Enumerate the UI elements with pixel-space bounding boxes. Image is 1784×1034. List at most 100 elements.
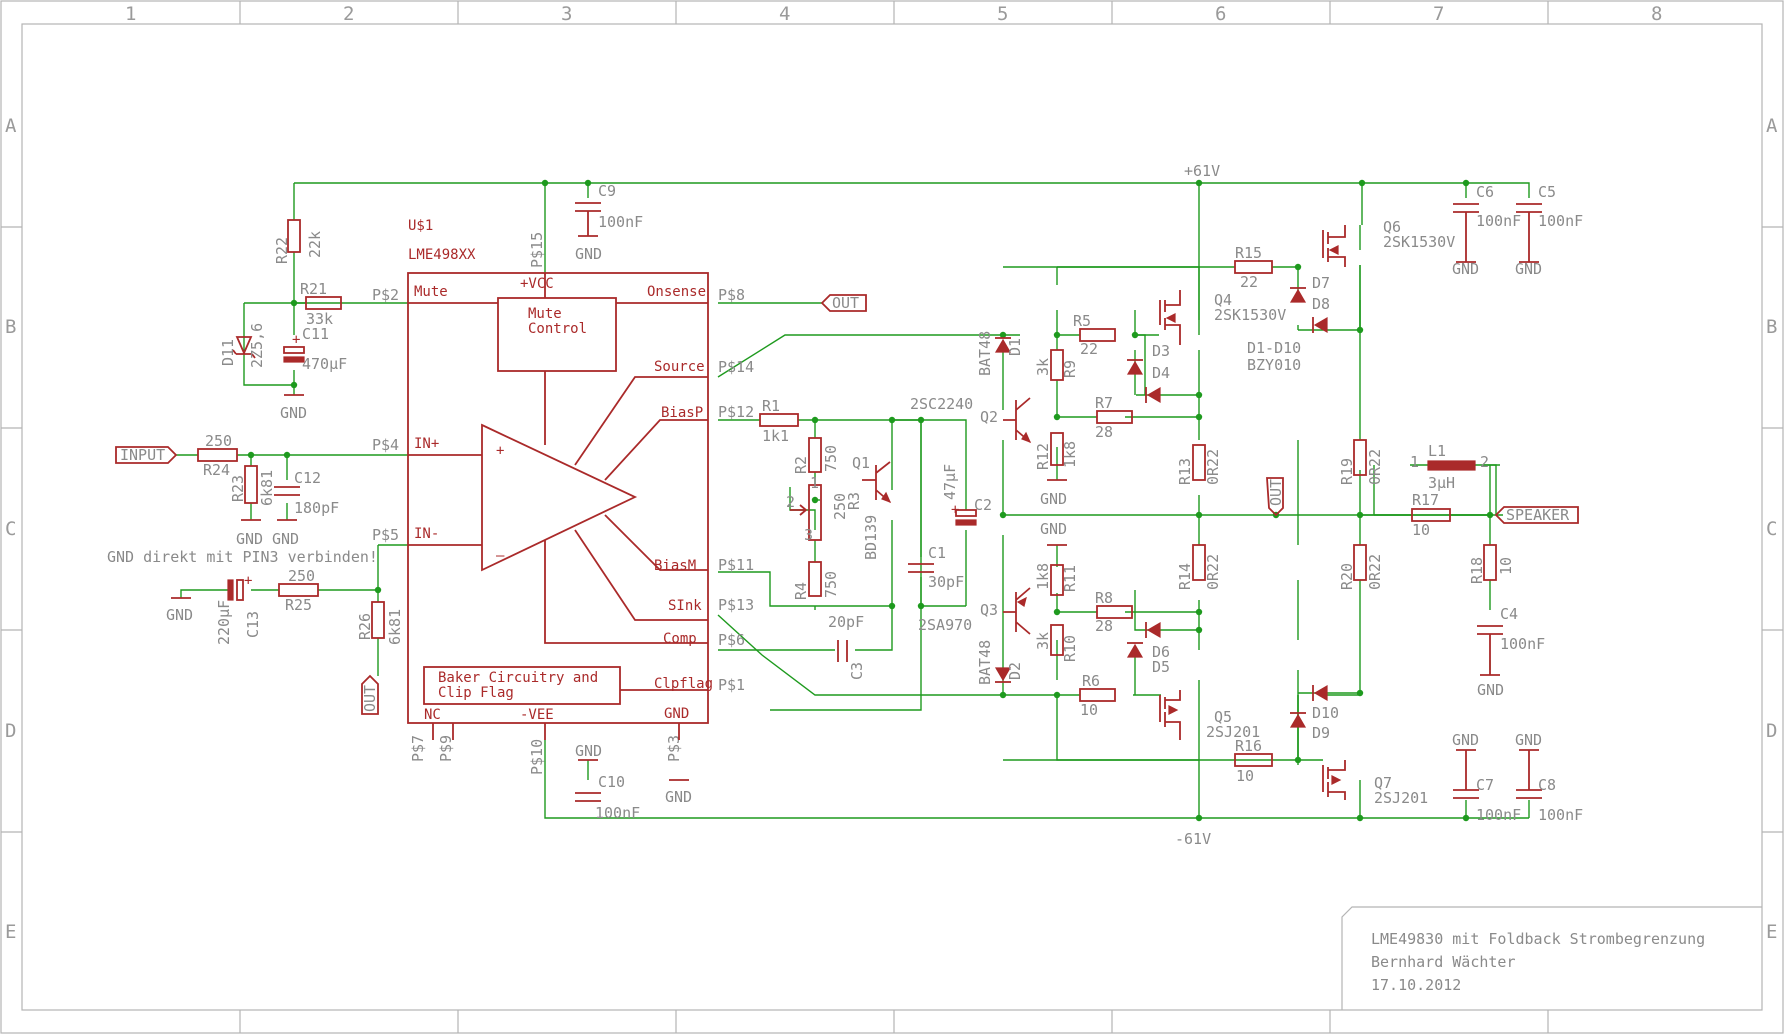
- row-label-d-right: D: [1766, 720, 1777, 742]
- col-label-5: 5: [997, 3, 1008, 25]
- c12-value: 180pF: [294, 499, 339, 517]
- svg-text:GND: GND: [236, 530, 263, 548]
- r14-name: R14: [1176, 563, 1194, 590]
- c2-plate-top: [955, 509, 977, 517]
- c4-value: 100nF: [1500, 635, 1545, 653]
- pinnum-p12: P$12: [718, 403, 754, 421]
- r4-name: R4: [792, 582, 810, 600]
- pinnum-p9: P$9: [437, 735, 455, 762]
- wires: [176, 182, 1530, 819]
- gnd-r23: GND: [236, 519, 263, 548]
- r13-value: 0R22: [1204, 449, 1222, 485]
- r19-name: R19: [1338, 458, 1356, 485]
- pinnum-p14: P$14: [718, 358, 754, 376]
- out-port-top: [820, 294, 867, 312]
- r25-value: 250: [288, 567, 315, 585]
- col-label-7: 7: [1433, 3, 1444, 25]
- r14-body: [1192, 544, 1206, 581]
- r18-value: 10: [1497, 557, 1515, 575]
- r25-body: [278, 583, 319, 597]
- baker-line1: Baker Circuitry and: [438, 670, 598, 686]
- rail-pos-label: +61V: [1184, 162, 1220, 180]
- l1-value: 3µH: [1428, 474, 1455, 492]
- c3-body: [837, 640, 848, 662]
- gnd-c10: GND: [575, 742, 602, 761]
- r26-value: 6k81: [386, 609, 404, 645]
- pinnum-p10: P$10: [528, 739, 546, 775]
- r1-name: R1: [762, 397, 780, 415]
- r17-name: R17: [1412, 491, 1439, 509]
- d6-symbol: [1146, 621, 1161, 639]
- r13-name: R13: [1176, 458, 1194, 485]
- c13-name: C13: [244, 611, 262, 638]
- pin-label-biasm: BiasM: [654, 558, 696, 574]
- gnd-r12: GND: [1040, 479, 1067, 508]
- d8-name: D8: [1312, 295, 1330, 313]
- c12-body: [274, 486, 300, 496]
- dnote-value: BZY010: [1247, 356, 1301, 374]
- svg-text:GND: GND: [575, 245, 602, 263]
- gnd-c9: GND: [575, 235, 602, 263]
- q1-name: Q1: [852, 454, 870, 472]
- svg-text:GND: GND: [1452, 260, 1479, 278]
- speaker-port: [1494, 506, 1579, 524]
- r19-body: [1353, 439, 1367, 476]
- r23-value: 6k81: [258, 470, 276, 506]
- row-label-e-right: E: [1766, 921, 1777, 943]
- c2-plate-bottom: [955, 519, 977, 526]
- c11-value: 470µF: [302, 355, 347, 373]
- pinnum-p5: P$5: [372, 526, 399, 544]
- col-label-3: 3: [561, 3, 572, 25]
- r3-pin1: 1: [810, 474, 819, 492]
- q4-value: 2SK1530V: [1214, 306, 1286, 324]
- gnd-c13: GND: [166, 597, 193, 624]
- svg-text:GND: GND: [272, 530, 299, 548]
- svg-text:GND: GND: [1040, 490, 1067, 508]
- resistors: R22 22k R21 33k 250 R24 R23 6k81 250 R25…: [197, 219, 1515, 785]
- gnd-c12: GND: [272, 519, 299, 548]
- r17-value: 10: [1412, 521, 1430, 539]
- c3-value: 20pF: [828, 613, 864, 631]
- r7-value: 28: [1095, 423, 1113, 441]
- svg-text:GND: GND: [665, 788, 692, 806]
- r8-value: 28: [1095, 617, 1113, 635]
- c10-body: [575, 792, 601, 802]
- d6-name: D6: [1152, 643, 1170, 661]
- r24-body: [197, 448, 238, 462]
- d10-name: D10: [1312, 704, 1339, 722]
- r9-value: 3k: [1034, 358, 1052, 376]
- r5-name: R5: [1073, 312, 1091, 330]
- q6-name: Q6: [1383, 218, 1401, 236]
- row-label-e: E: [5, 921, 16, 943]
- q7-value: 2SJ201: [1374, 789, 1428, 807]
- l1-pin2: 2: [1480, 453, 1489, 471]
- c7-name: C7: [1476, 776, 1494, 794]
- r11-body: [1050, 564, 1064, 596]
- r23-name: R23: [229, 475, 247, 502]
- l1-name: L1: [1428, 442, 1446, 460]
- r25-name: R25: [285, 596, 312, 614]
- c11-plate-top: [283, 346, 305, 354]
- pin-label-comp: Comp: [663, 631, 697, 647]
- c10-value: 100nF: [595, 804, 640, 822]
- q5-symbol: [1159, 690, 1181, 740]
- r15-value: 22: [1240, 273, 1258, 291]
- gnd-p3: GND: [665, 779, 692, 806]
- capacitors: C9 100nF + C11 470µF C12 180pF + 220µF C…: [215, 182, 1583, 824]
- pinnum-p1: P$1: [718, 676, 745, 694]
- c2-plus: +: [951, 502, 959, 518]
- pin-label-gnd: GND: [664, 706, 689, 722]
- c13-plate-left: [227, 579, 234, 601]
- pin-label-onsense: Onsense: [647, 284, 706, 300]
- c11-name: C11: [302, 325, 329, 343]
- row-label-b-right: B: [1766, 316, 1777, 338]
- d4-symbol: [1146, 386, 1161, 404]
- d11-name: D11: [219, 339, 237, 366]
- r15-name: R15: [1235, 244, 1262, 262]
- c11-plate-bottom: [283, 356, 305, 363]
- c5-body: [1516, 203, 1542, 262]
- q5-name: Q5: [1214, 708, 1232, 726]
- r7-name: R7: [1095, 394, 1113, 412]
- c8-value: 100nF: [1538, 806, 1583, 824]
- svg-text:GND: GND: [1040, 520, 1067, 538]
